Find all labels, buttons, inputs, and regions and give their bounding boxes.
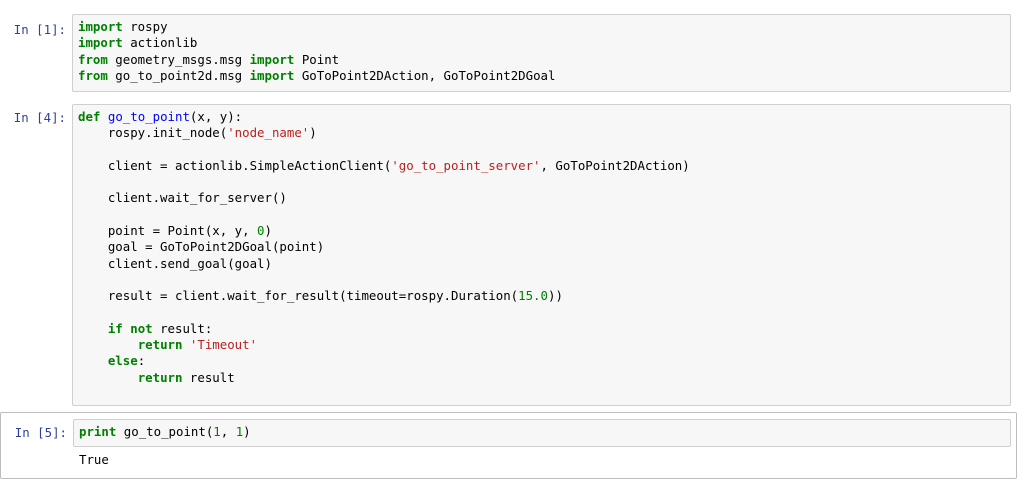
code-token: rospy.init_node(: [78, 125, 228, 141]
code-line: client.send_goal(goal): [78, 256, 1005, 272]
code-line: [78, 305, 1005, 321]
code-token: GoToPoint2DAction, GoToPoint2DGoal: [294, 67, 556, 83]
code-line: client = actionlib.SimpleActionClient('g…: [78, 158, 1005, 174]
code-line: return result: [78, 370, 1005, 386]
code-token: 15.0: [518, 288, 548, 304]
code-editor[interactable]: def go_to_point(x, y): rospy.init_node('…: [72, 104, 1011, 406]
code-token: 1: [235, 424, 244, 439]
code-token: client.wait_for_server(): [78, 190, 287, 206]
code-token: 0: [257, 223, 265, 239]
code-token: def: [78, 109, 101, 124]
code-token: :: [137, 353, 146, 369]
code-line: [78, 272, 1005, 288]
code-line: return 'Timeout': [78, 337, 1005, 353]
code-line: result = client.wait_for_result(timeout=…: [78, 288, 1005, 304]
code-token: point = Point(x, y,: [78, 223, 258, 239]
code-token: ,: [220, 424, 236, 439]
code-token: not: [130, 320, 153, 336]
code-token: )): [547, 288, 563, 304]
code-token: actionlib: [122, 35, 198, 51]
code-token: geometry_msgs.msg: [107, 51, 250, 67]
code-editor[interactable]: print go_to_point(1, 1): [73, 419, 1011, 447]
code-token: go_to_point2d.msg: [107, 67, 250, 83]
code-cell-5[interactable]: In [5]: print go_to_point(1, 1) True: [0, 412, 1017, 479]
code-token: if: [107, 320, 123, 336]
code-token: [78, 337, 138, 352]
code-token: 'go_to_point_server': [391, 157, 541, 173]
code-token: 'node_name': [227, 125, 310, 141]
code-token: (x, y):: [189, 109, 243, 124]
code-token: Point: [294, 51, 340, 67]
code-line: from go_to_point2d.msg import GoToPoint2…: [78, 68, 1005, 84]
code-token: import: [249, 67, 295, 83]
code-line: print go_to_point(1, 1): [79, 424, 1005, 440]
code-token: , GoToPoint2DAction): [540, 157, 690, 173]
code-line: import rospy: [78, 19, 1005, 35]
code-line: [78, 174, 1005, 190]
code-token: [182, 337, 189, 352]
code-line: else:: [78, 353, 1005, 369]
code-token: from: [78, 51, 108, 67]
code-token: import: [78, 35, 123, 51]
code-token: ): [243, 424, 251, 439]
code-token: client = actionlib.SimpleActionClient(: [78, 157, 392, 173]
code-token: client.send_goal(goal): [78, 255, 272, 271]
code-token: ): [309, 125, 317, 141]
code-token: print: [79, 424, 117, 439]
code-token: result = client.wait_for_result(timeout=…: [78, 288, 519, 304]
code-line: def go_to_point(x, y):: [78, 109, 1005, 125]
code-token: [78, 321, 108, 336]
code-token: result:: [152, 320, 213, 336]
code-line: rospy.init_node('node_name'): [78, 125, 1005, 141]
code-token: import: [249, 51, 295, 67]
code-token: else: [107, 353, 138, 369]
code-token: [78, 353, 108, 368]
input-prompt: In [4]:: [13, 110, 66, 125]
code-token: return: [137, 337, 183, 353]
code-line: import actionlib: [78, 35, 1005, 51]
code-token: [78, 370, 138, 385]
code-token: go_to_point(: [116, 424, 214, 439]
code-token: result: [182, 369, 235, 385]
code-token: goal = GoToPoint2DGoal(point): [78, 239, 325, 255]
code-line: from geometry_msgs.msg import Point: [78, 52, 1005, 68]
code-token: from: [78, 67, 108, 83]
input-prompt: In [5]:: [14, 425, 67, 440]
code-token: rospy: [122, 19, 168, 34]
code-line: goal = GoToPoint2DGoal(point): [78, 239, 1005, 255]
input-prompt: In [1]:: [13, 22, 66, 37]
code-token: 1: [213, 424, 221, 439]
code-token: [100, 109, 107, 124]
code-line: client.wait_for_server(): [78, 190, 1005, 206]
code-cell-4[interactable]: In [4]: def go_to_point(x, y): rospy.ini…: [0, 104, 1024, 406]
code-token: ): [264, 223, 272, 239]
code-token: return: [137, 369, 183, 385]
code-line: point = Point(x, y, 0): [78, 223, 1005, 239]
code-line: [78, 207, 1005, 223]
code-line: if not result:: [78, 321, 1005, 337]
code-token: go_to_point: [107, 109, 190, 124]
code-token: 'Timeout': [189, 337, 258, 353]
code-token: import: [78, 19, 123, 34]
cell-output: True: [79, 452, 109, 467]
code-line: [78, 142, 1005, 158]
